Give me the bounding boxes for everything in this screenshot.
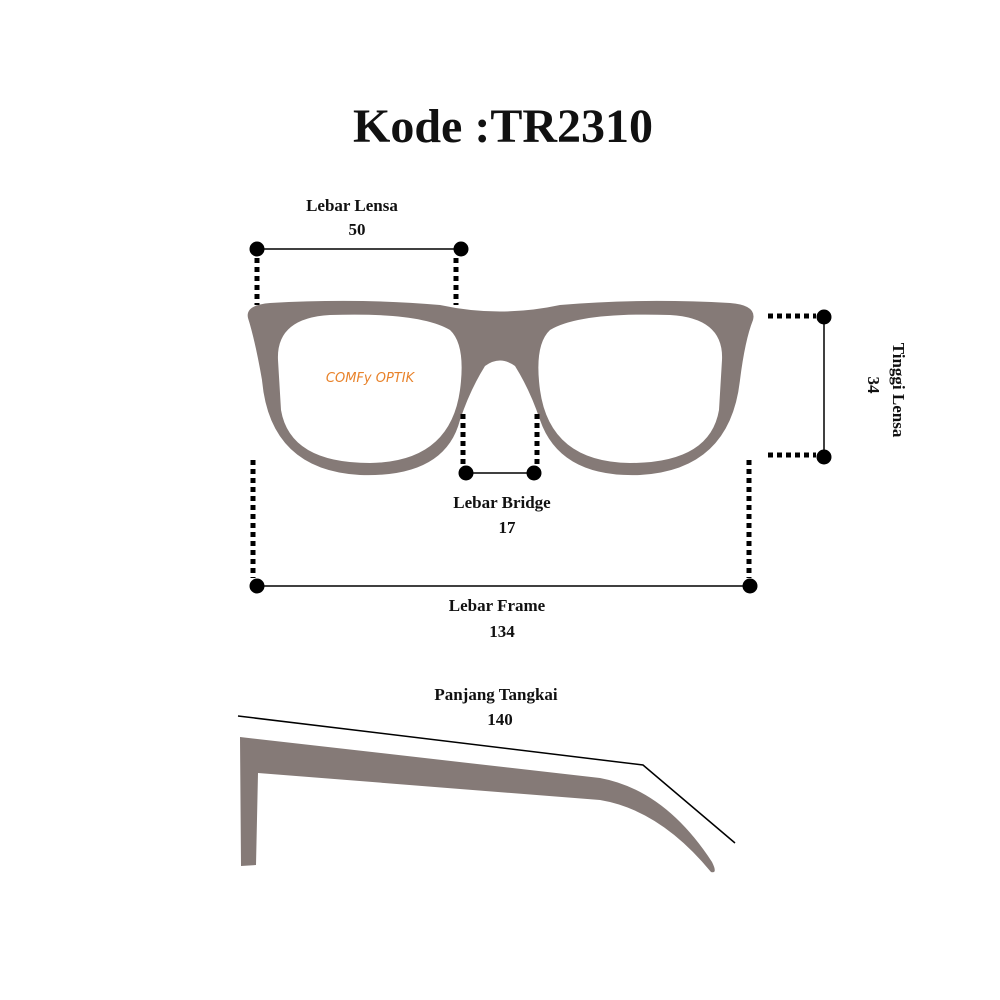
bridge-width-value: 17 <box>499 518 517 537</box>
lens-width-label: Lebar Lensa <box>306 196 398 215</box>
frame-width-label: Lebar Frame <box>449 596 546 615</box>
frame-width-value: 134 <box>489 622 515 641</box>
lens-width-dimension <box>249 241 469 305</box>
lens-height-value: 34 <box>864 377 883 395</box>
glasses-temple-arm <box>240 737 715 873</box>
frame-width-dimension <box>249 460 758 594</box>
brand-logo: COMFy OPTIK <box>326 371 416 386</box>
lens-height-dimension <box>768 309 832 465</box>
lens-height-label: Tinggi Lensa <box>889 343 908 438</box>
glasses-front-frame <box>247 300 754 476</box>
temple-length-label: Panjang Tangkai <box>434 685 558 704</box>
bridge-width-dimension <box>458 414 542 481</box>
lens-width-value: 50 <box>349 220 366 239</box>
temple-length-value: 140 <box>487 710 513 729</box>
title: Kode :TR2310 <box>353 100 653 153</box>
bridge-width-label: Lebar Bridge <box>453 493 551 512</box>
temple-length-line <box>237 715 736 844</box>
